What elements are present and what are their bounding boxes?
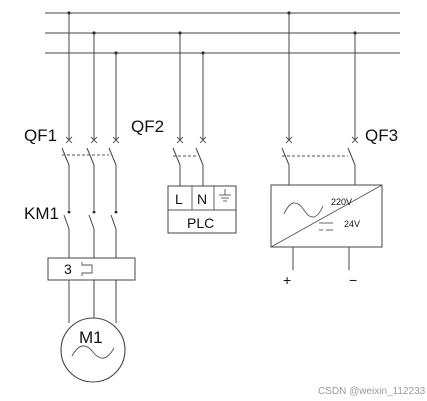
qf1-breaker (61, 136, 120, 166)
plc-label: PLC (187, 215, 214, 231)
qf1-label: QF1 (24, 126, 57, 145)
psu-input-voltage: 220V (331, 197, 352, 207)
bus-bars (45, 12, 400, 54)
qf3-breaker (281, 136, 359, 166)
plc-n-terminal: N (197, 191, 207, 207)
km1-label: KM1 (24, 204, 59, 223)
motor (60, 317, 126, 383)
power-supply (270, 184, 383, 248)
psu-minus-terminal: − (349, 272, 357, 288)
qf3-branch (270, 11, 383, 270)
motor-sine-wave-icon (71, 345, 115, 359)
qf2-label: QF2 (131, 117, 164, 136)
km1-contactor (63, 210, 118, 230)
qf3-label: QF3 (365, 126, 398, 145)
qf2-breaker (172, 136, 207, 166)
relay-number-label: 3 (64, 261, 72, 277)
qf1-branch (47, 11, 136, 383)
psu-plus-terminal: + (283, 272, 291, 288)
ground-icon (219, 189, 231, 202)
dc-symbol-icon (319, 222, 333, 231)
plc-module (167, 185, 237, 234)
thermal-relay (47, 257, 136, 281)
plc-l-terminal: L (175, 191, 183, 207)
watermark: CSDN @weixin_112233 (318, 386, 426, 397)
psu-output-voltage: 24V (344, 219, 360, 229)
sine-wave-icon (283, 202, 324, 218)
qf2-branch (167, 31, 237, 234)
motor-label: M1 (79, 328, 103, 347)
psu-diagonal (270, 184, 383, 248)
